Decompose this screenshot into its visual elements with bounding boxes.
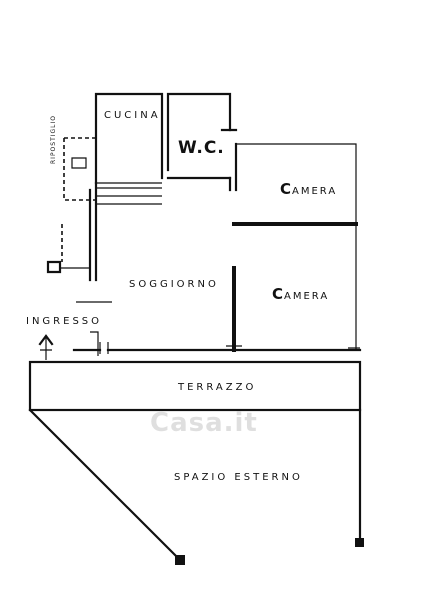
corridor-walls [46,181,162,282]
front-wall [38,301,362,360]
bedroom-2-label: CAMERA [272,285,329,303]
closet-label: RIPOSTIGLIO [50,114,57,164]
bedroom-2-rest: AMERA [284,291,330,302]
kitchen-label: CUCINA [104,110,161,121]
terrace-label: TERRAZZO [178,382,257,393]
bedroom-walls [232,142,358,352]
terrace-outline [28,360,362,412]
closet-walls [63,137,96,201]
living-room-label: SOGGIORNO [129,279,219,290]
bedroom-1-label: CAMERA [280,180,337,198]
outdoor-lines [28,408,364,565]
bedroom-1-initial: C [280,180,293,198]
wc-walls [166,92,238,192]
entrance-label: INGRESSO [26,316,103,327]
watermark: Casa.it [150,408,258,438]
wc-label: W.C. [178,138,225,158]
bedroom-1-rest: AMERA [292,186,338,197]
outdoor-space-label: SPAZIO ESTERNO [174,472,303,483]
kitchen-walls [94,92,164,185]
bedroom-2-initial: C [272,285,285,303]
